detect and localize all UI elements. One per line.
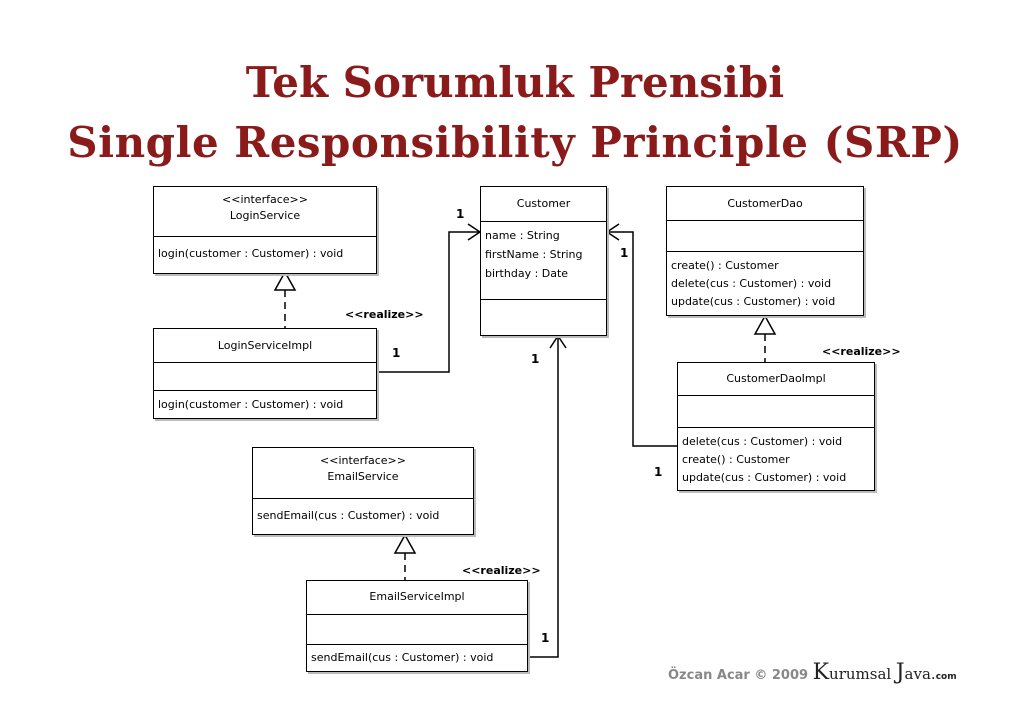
brand-j: J	[895, 660, 905, 685]
footer: Özcan Acar © 2009 Kurumsal Java.com	[668, 660, 957, 685]
title-line-1: Tek Sorumluk Prensibi	[245, 58, 785, 107]
class-name: LoginServiceImpl	[217, 339, 313, 352]
operation: update(cus : Customer) : void	[671, 295, 836, 308]
realize-label-email: <<realize>>	[462, 564, 541, 577]
class-email-service-impl[interactable]: EmailServiceImpl sendEmail(cus : Custome…	[306, 580, 528, 672]
brand-com: com	[935, 672, 957, 682]
assoc-login-customer	[377, 231, 480, 373]
class-customer[interactable]: Customer name : String firstName : Strin…	[480, 186, 607, 336]
operation: update(cus : Customer) : void	[682, 471, 847, 484]
operation: delete(cus : Customer) : void	[671, 277, 832, 290]
operation: sendEmail(cus : Customer) : void	[257, 509, 440, 522]
multiplicity-customer-login: 1	[456, 207, 465, 221]
class-email-service[interactable]: <<interface>> EmailService sendEmail(cus…	[252, 447, 474, 535]
operation: login(customer : Customer) : void	[158, 247, 344, 260]
class-name: EmailService	[327, 470, 399, 483]
stereotype: <<interface>>	[222, 193, 308, 206]
class-name: CustomerDao	[727, 197, 803, 210]
assoc-email-customer	[530, 336, 559, 658]
stereotype: <<interface>>	[320, 454, 406, 467]
realize-label-login: <<realize>>	[345, 308, 424, 321]
realize-login-triangle	[273, 270, 297, 291]
class-login-service-impl[interactable]: LoginServiceImpl login(customer : Custom…	[153, 328, 377, 419]
multiplicity-customer-dao: 1	[620, 246, 629, 260]
class-name: LoginService	[229, 209, 301, 222]
brand-urumsal: urumsal	[829, 665, 892, 683]
class-login-service[interactable]: <<interface>> LoginService login(custome…	[153, 186, 377, 274]
class-name: EmailServiceImpl	[369, 590, 465, 603]
brand-k: K	[812, 660, 830, 685]
multiplicity-customer-email: 1	[531, 352, 540, 366]
class-customer-dao-impl[interactable]: CustomerDaoImpl delete(cus : Customer) :…	[677, 362, 875, 491]
assoc-email-customer-arrow	[549, 334, 567, 349]
brand-ava: ava.	[904, 665, 936, 683]
class-customer-dao[interactable]: CustomerDao create() : Customer delete(c…	[666, 186, 864, 316]
realize-label-dao: <<realize>>	[822, 345, 901, 358]
attribute: name : String	[485, 229, 560, 242]
operation: create() : Customer	[682, 453, 790, 466]
multiplicity-login: 1	[392, 346, 401, 360]
footer-author: Özcan Acar © 2009	[668, 668, 809, 683]
class-name: Customer	[516, 197, 571, 210]
class-name: CustomerDaoImpl	[726, 372, 826, 385]
realize-email-triangle	[393, 533, 417, 554]
operation: sendEmail(cus : Customer) : void	[311, 651, 494, 664]
operation: login(customer : Customer) : void	[158, 398, 344, 411]
title-line-2: Single Responsibility Principle (SRP)	[67, 118, 963, 167]
operation: create() : Customer	[671, 259, 779, 272]
multiplicity-email: 1	[541, 631, 550, 645]
assoc-dao-customer-arrow	[605, 223, 620, 241]
assoc-dao-customer	[607, 231, 677, 447]
multiplicity-dao: 1	[654, 465, 663, 479]
attribute: birthday : Date	[485, 267, 569, 280]
attribute: firstName : String	[485, 248, 583, 261]
operation: delete(cus : Customer) : void	[682, 435, 843, 448]
realize-dao-triangle	[753, 314, 777, 335]
